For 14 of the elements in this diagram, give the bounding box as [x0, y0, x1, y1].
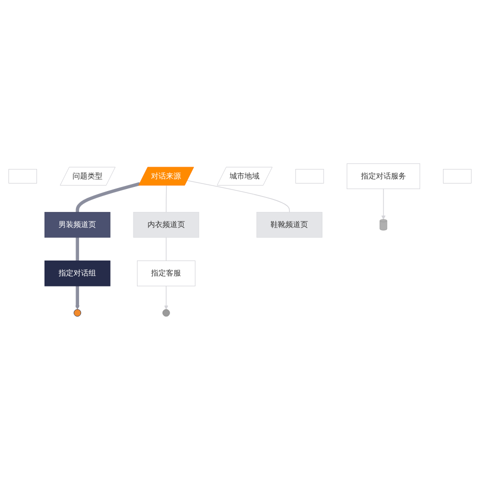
arrow — [164, 286, 168, 310]
node-person — [162, 309, 170, 317]
connector — [76, 182, 140, 212]
node-person — [74, 309, 82, 317]
arrow — [381, 188, 386, 220]
connector — [166, 185, 167, 213]
node-picture — [380, 219, 388, 230]
connector — [76, 237, 80, 261]
node-box — [443, 168, 472, 184]
arrow — [75, 286, 80, 310]
node-box — [8, 168, 37, 184]
connector — [166, 237, 167, 262]
node-box — [295, 168, 324, 184]
connector — [187, 180, 290, 213]
